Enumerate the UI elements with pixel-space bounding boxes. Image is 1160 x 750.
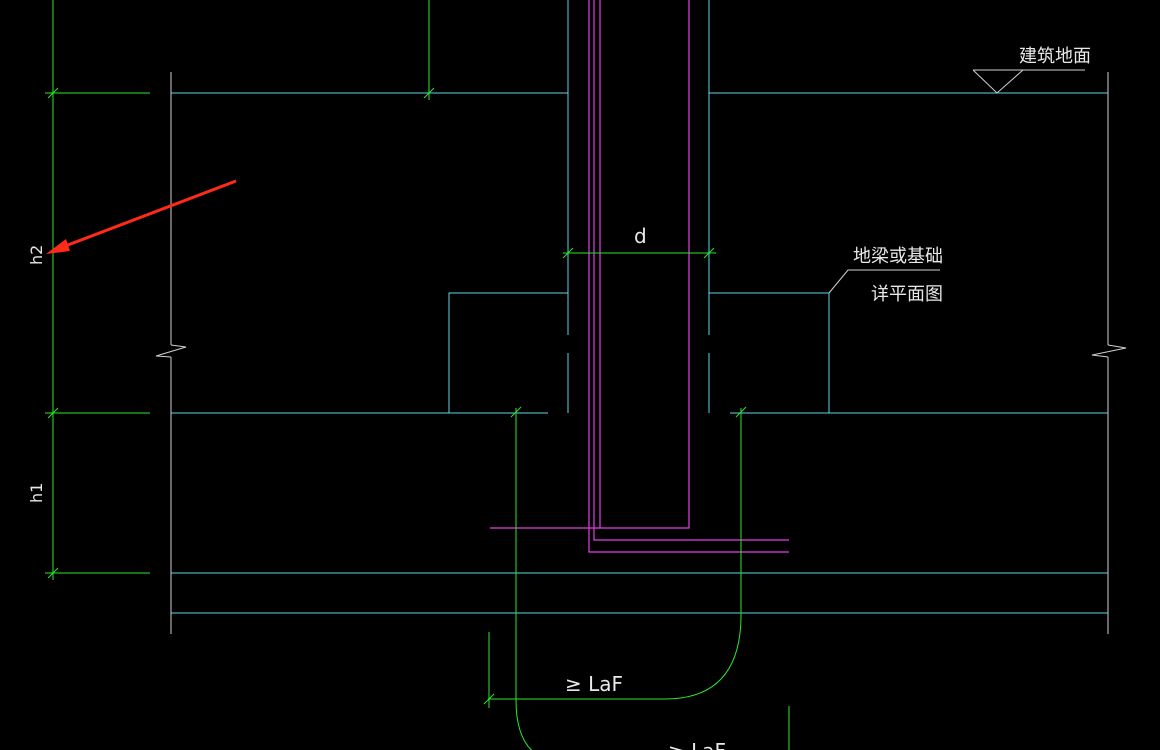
beam-left-outline [448, 292, 568, 413]
anchor-bar-right [488, 408, 742, 700]
anchor-bar-left [515, 408, 533, 750]
ground-level-symbol [972, 69, 1085, 94]
rebar-outer [588, 0, 789, 553]
red-arrow-pointer [46, 179, 237, 254]
foundation-outline [155, 72, 1127, 634]
rebar-lines [490, 0, 789, 553]
h1-dimension-label: h1 [27, 483, 46, 503]
ground-label: 建筑地面 [1019, 46, 1091, 67]
arrowhead-icon [46, 239, 70, 254]
h2-dimension-label: h2 [27, 245, 46, 265]
beam-label-line1: 地梁或基础 [853, 246, 943, 267]
dimension-lines [45, 0, 790, 750]
beam-label-line2: 详平面图 [871, 284, 943, 305]
d-dimension-label: d [634, 224, 647, 248]
rebar-mid [593, 0, 789, 541]
laf-label-2: ≥ LaF [668, 739, 726, 750]
beam-leader-line [828, 269, 940, 294]
laf-label-1: ≥ LaF [565, 672, 623, 696]
rebar-inner-u [599, 0, 690, 529]
